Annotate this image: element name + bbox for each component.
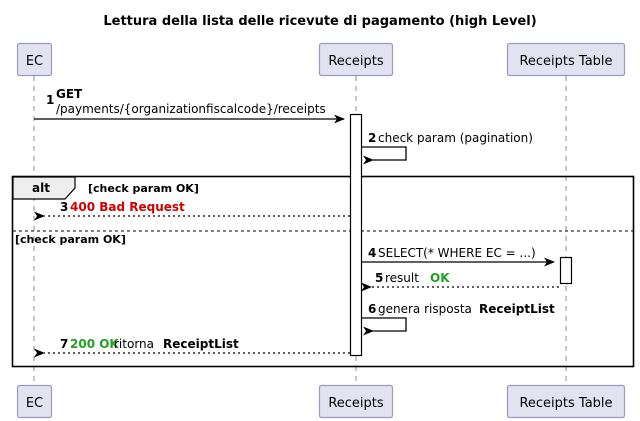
alt-operator-label: alt — [32, 181, 50, 195]
message-7-text-bold: ReceiptList — [163, 337, 239, 351]
alt-guard-1: [check param OK] — [88, 182, 199, 195]
participant-receipts-table-bottom[interactable]: Receipts Table — [506, 384, 626, 419]
message-3-text: 400 Bad Request — [70, 200, 185, 214]
activation-bar-receipts — [349, 113, 363, 357]
message-7-number: 7 — [60, 337, 68, 351]
message-7-text-mid: ritorna — [114, 337, 154, 351]
message-2-number: 2 — [368, 131, 376, 145]
message-1-line1: GET — [56, 87, 83, 101]
message-5-text-status: OK — [430, 271, 450, 285]
message-6-text-prefix: genera risposta — [378, 302, 472, 316]
message-2-arrow — [362, 146, 407, 165]
participant-ec-top[interactable]: EC — [16, 42, 53, 77]
message-7-text-status: 200 OK — [70, 337, 119, 351]
message-3-number: 3 — [60, 200, 68, 214]
message-1-line2: /payments/{organizationfiscalcode}/recei… — [56, 102, 326, 116]
message-5-text-prefix: result — [385, 271, 419, 285]
participant-receipts-table-top[interactable]: Receipts Table — [506, 42, 626, 77]
alt-fragment — [11, 175, 635, 368]
message-4-number: 4 — [368, 246, 376, 260]
participant-ec-bottom[interactable]: EC — [16, 384, 53, 419]
participant-receipts-bottom[interactable]: Receipts — [318, 384, 394, 419]
message-5-number: 5 — [375, 271, 383, 285]
participant-receipts-table-bottom-label: Receipts Table — [519, 396, 612, 411]
message-6-arrow — [362, 317, 407, 336]
participant-receipts-top-label: Receipts — [328, 54, 384, 69]
alt-guard-2: [check param OK] — [15, 233, 126, 246]
participant-receipts-table-top-label: Receipts Table — [519, 54, 612, 69]
message-1-number: 1 — [46, 93, 54, 107]
participant-receipts-top[interactable]: Receipts — [318, 42, 394, 77]
participant-ec-top-label: EC — [26, 54, 43, 69]
diagram-title: Lettura della lista delle ricevute di pa… — [103, 14, 536, 29]
participant-ec-bottom-label: EC — [26, 396, 43, 411]
message-4-text: SELECT(* WHERE EC = ...) — [378, 246, 536, 260]
participant-receipts-bottom-label: Receipts — [328, 396, 384, 411]
message-2-text: check param (pagination) — [378, 131, 533, 145]
message-6-text-bold: ReceiptList — [479, 302, 555, 316]
message-6-number: 6 — [368, 302, 376, 316]
activation-bar-receipts-table — [559, 256, 573, 285]
